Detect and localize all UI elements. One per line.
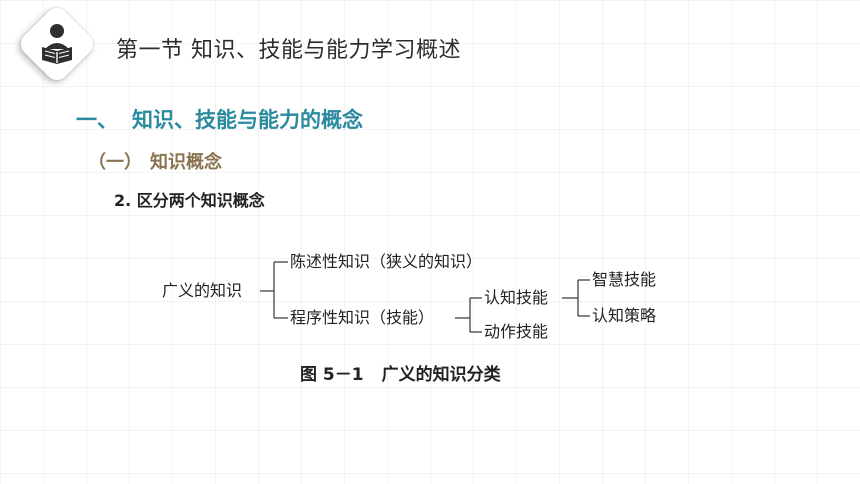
subsection-title: 知识概念 (150, 152, 222, 173)
node-motor-skills: 动作技能 (484, 322, 549, 341)
point-heading: 2. 区分两个知识概念 (114, 191, 265, 210)
node-cognitive-strategies: 认知策略 (592, 306, 657, 325)
figure-caption: 图 5－1 广义的知识分类 (300, 360, 501, 385)
knowledge-classification-diagram: 广义的知识 陈述性知识（狭义的知识） 程序性知识（技能） 认知技能 动作技能 智… (150, 240, 690, 350)
page-title: 第一节 知识、技能与能力学习概述 (116, 38, 461, 63)
section-heading: 一、知识、技能与能力的概念 (76, 104, 363, 134)
node-declarative-knowledge: 陈述性知识（狭义的知识） (290, 252, 483, 271)
subsection-heading: （一） 知识概念 (88, 148, 222, 174)
subsection-number: （一） (88, 152, 142, 173)
section-number: 一、 (76, 108, 118, 132)
figure-title: 广义的知识分类 (381, 365, 501, 385)
tree-connector-lines (260, 261, 590, 333)
section-title: 知识、技能与能力的概念 (132, 108, 363, 132)
node-root: 广义的知识 (162, 281, 243, 300)
reader-book-icon (30, 17, 84, 71)
figure-number: 图 5－1 (300, 365, 364, 385)
node-intellectual-skills: 智慧技能 (592, 270, 657, 289)
node-cognitive-skills: 认知技能 (484, 288, 549, 307)
node-procedural-knowledge: 程序性知识（技能） (290, 308, 435, 327)
slide-header: 第一节 知识、技能与能力学习概述 (0, 0, 860, 100)
